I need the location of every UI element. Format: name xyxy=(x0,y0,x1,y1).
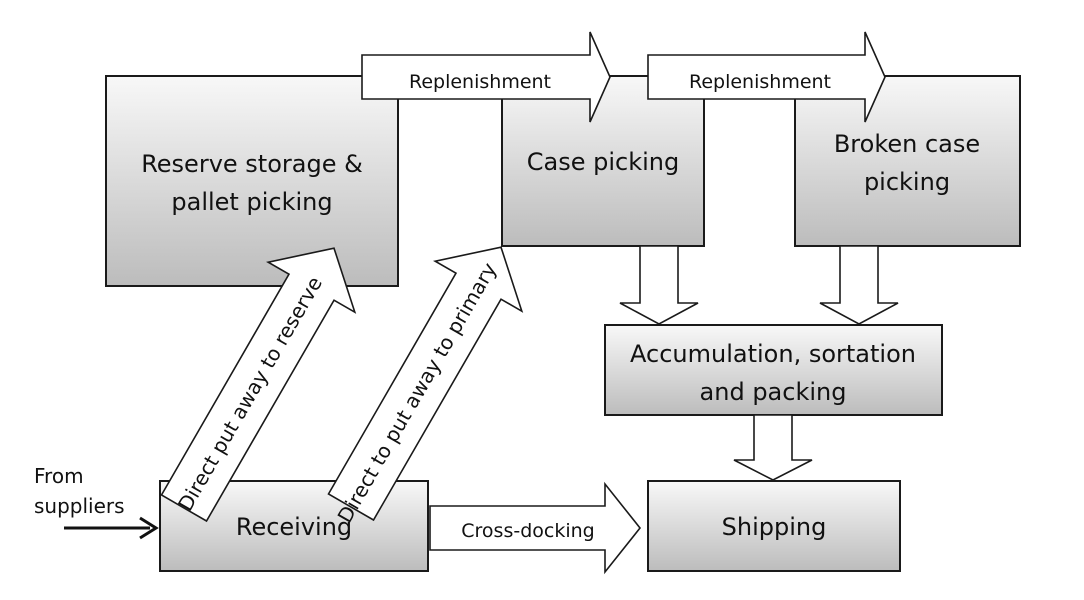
direct-reserve-arrow-shape xyxy=(160,247,357,523)
replenishment-label-1: Replenishment xyxy=(409,71,551,93)
broken-case-label-line1: Broken case xyxy=(834,130,980,158)
cross-docking-arrow xyxy=(429,481,642,575)
replenishment-label-2: Replenishment xyxy=(689,71,831,93)
accumulation-label-line2: and packing xyxy=(700,378,847,406)
case-to-accum-arrow xyxy=(619,245,699,325)
broken-case-box xyxy=(794,75,1021,247)
shipping-box xyxy=(647,480,901,572)
from-suppliers-arrow-head xyxy=(139,516,159,540)
broken-to-accum-arrow xyxy=(819,245,899,325)
case-picking-label: Case picking xyxy=(527,148,679,176)
cross-docking-label: Cross-docking xyxy=(461,520,594,542)
replenishment-arrow-2 xyxy=(647,31,886,123)
accum-to-shipping-arrow xyxy=(733,414,813,481)
receiving-label: Receiving xyxy=(236,513,352,541)
direct-primary-arrow-shape xyxy=(327,246,524,522)
accumulation-label-line1: Accumulation, sortation xyxy=(630,340,916,368)
case-picking-box xyxy=(501,75,705,247)
from-suppliers-label-line1: From xyxy=(34,464,84,488)
reserve-label-line2: pallet picking xyxy=(171,188,332,216)
replenishment-arrow-1 xyxy=(361,31,611,123)
shipping-label: Shipping xyxy=(722,513,827,541)
reserve-label-line1: Reserve storage & xyxy=(141,150,363,178)
from-suppliers-label-line2: suppliers xyxy=(34,494,125,518)
accumulation-box xyxy=(604,324,943,416)
direct-reserve-label: Direct put away to reserve xyxy=(173,272,327,515)
reserve-storage-box xyxy=(105,75,399,287)
broken-case-label-line2: picking xyxy=(864,168,950,196)
